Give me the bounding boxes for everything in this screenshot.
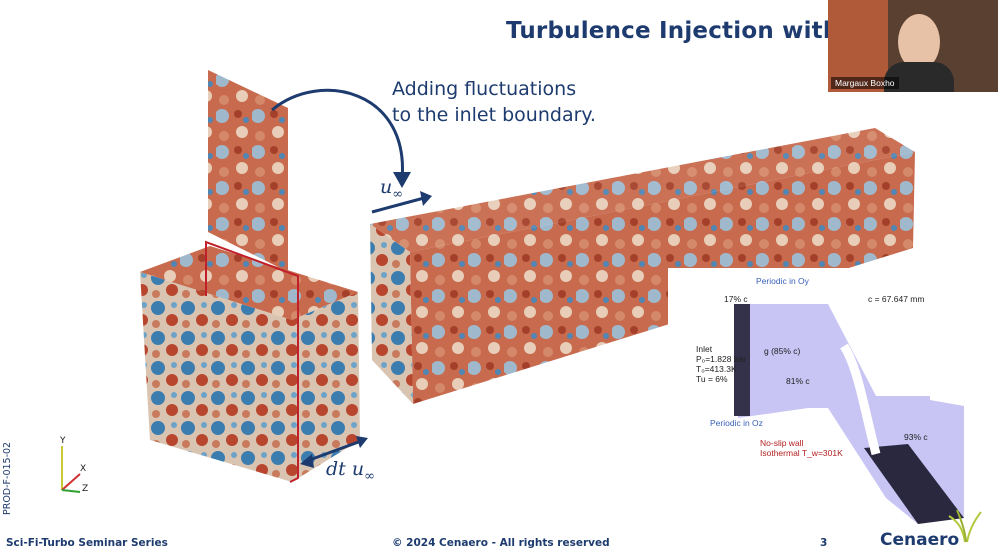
- caption: Adding fluctuations to the inlet boundar…: [392, 78, 596, 126]
- channel-top-face: [370, 128, 915, 252]
- dt-arrow: [303, 438, 365, 464]
- cascade-domain-diagram: Periodic in Oy c = 67.647 mm 17% c g (85…: [668, 268, 998, 535]
- cube-right-face: [292, 292, 360, 482]
- channel-front-face: [410, 152, 915, 404]
- video-background: [828, 0, 888, 92]
- cube-top-face: [140, 246, 358, 320]
- slice-outline: [205, 240, 299, 483]
- brand-leaf-icon: [948, 509, 982, 543]
- inflow-arrow: [371, 196, 425, 214]
- footer-series: Sci-Fi-Turbo Seminar Series: [6, 537, 168, 549]
- u-infinity-label: u∞: [380, 176, 404, 202]
- dt-u-label: dt u∞: [326, 458, 375, 484]
- brand-logo: Cenaero: [880, 530, 960, 550]
- curved-arrow-head: [393, 172, 411, 188]
- footer-copyright: © 2024 Cenaero - All rights reserved: [392, 537, 610, 549]
- axis-z-label: Z: [82, 484, 89, 494]
- page-number: 3: [820, 537, 828, 549]
- inflow-arrow-head: [420, 191, 432, 206]
- inlet-plane: [208, 70, 288, 272]
- dt-arrow-head-left: [300, 454, 314, 468]
- domain-shape: [734, 304, 964, 524]
- document-code: PROD-F-015-02: [2, 441, 13, 515]
- axis-x-label: X: [80, 464, 87, 474]
- participant-name: Margaux Boxho: [831, 77, 899, 89]
- webcam-video-tile[interactable]: Margaux Boxho: [828, 0, 998, 92]
- axis-y-label: Y: [60, 436, 66, 446]
- cube-front-face: [140, 272, 292, 482]
- slide-title: Turbulence Injection with A: [506, 18, 866, 44]
- channel-left-face: [370, 224, 413, 404]
- presenter-face: [898, 14, 940, 70]
- curved-arrow: [271, 88, 404, 181]
- dt-arrow-head-right: [356, 436, 368, 448]
